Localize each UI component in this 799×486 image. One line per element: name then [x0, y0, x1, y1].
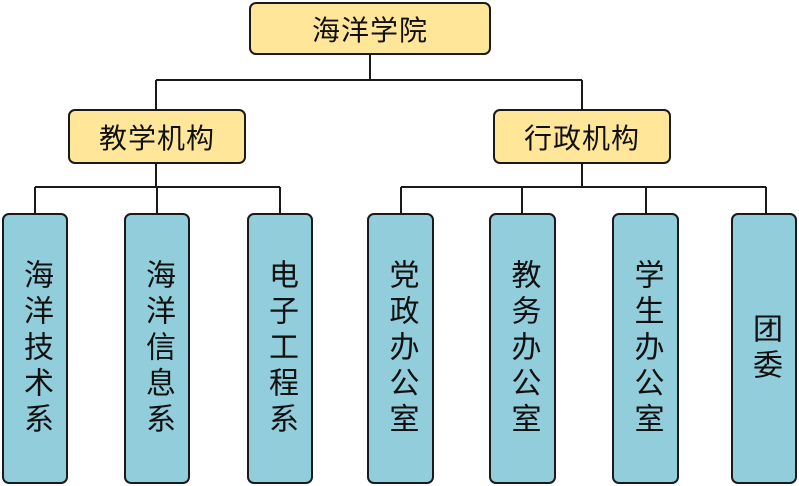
leaf-node-academic-office: 教务办公室 — [489, 213, 556, 484]
branch-label: 行政机构 — [523, 121, 640, 155]
root-label: 海洋学院 — [311, 13, 428, 47]
leaf-node-electronic: 电子工程系 — [247, 213, 313, 484]
leaf-node-student-office: 学生办公室 — [612, 213, 679, 484]
leaf-node-ocean-tech: 海洋技术系 — [2, 213, 68, 484]
leaf-label: 电子工程系 — [263, 258, 298, 439]
leaf-label: 学生办公室 — [628, 258, 664, 439]
branch-node-teaching: 教学机构 — [68, 109, 246, 164]
leaf-node-ocean-info: 海洋信息系 — [124, 213, 190, 484]
root-node: 海洋学院 — [249, 2, 491, 55]
leaf-node-youth-league: 团委 — [731, 213, 797, 484]
leaf-label: 海洋信息系 — [140, 258, 175, 439]
leaf-label: 教务办公室 — [505, 258, 541, 439]
branch-node-admin: 行政机构 — [493, 109, 671, 164]
branch-label: 教学机构 — [98, 121, 215, 155]
leaf-node-party-office: 党政办公室 — [367, 213, 434, 484]
leaf-label: 党政办公室 — [383, 258, 419, 439]
leaf-label: 团委 — [747, 312, 782, 385]
leaf-label: 海洋技术系 — [18, 258, 53, 439]
